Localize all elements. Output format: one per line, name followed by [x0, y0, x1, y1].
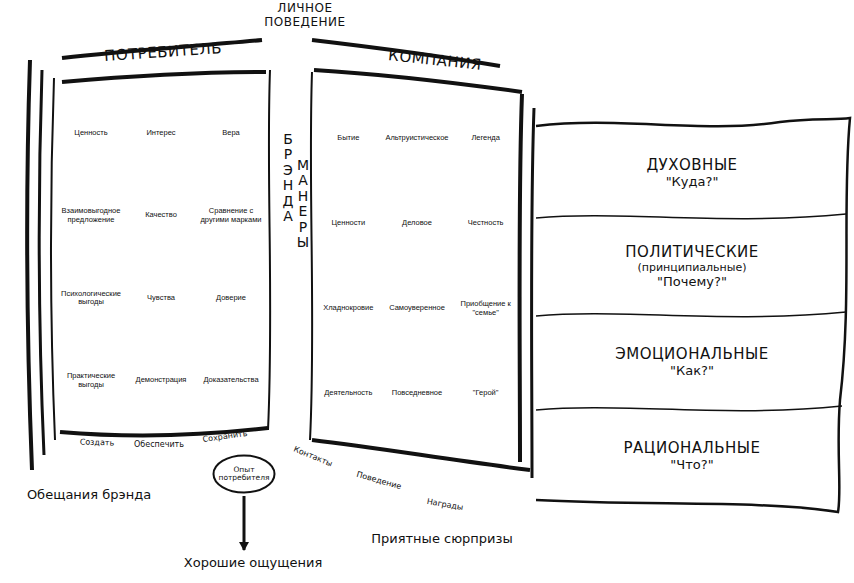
flag-band: РАЦИОНАЛЬНЫЕ"Что?" [552, 414, 832, 498]
band-question: "Куда?" [666, 174, 719, 190]
flag-band: ДУХОВНЫЕ"Куда?" [552, 132, 832, 214]
page-word: Интерес [128, 129, 194, 138]
book-page: Бытие АльтруистическоеЛегендаЦенности Дело… [316, 96, 518, 436]
section-heading: ЛИЧНОЕ ПОВЕДЕНИЕ [250, 2, 360, 30]
book-cover-edge [520, 94, 523, 462]
band-question: "Как?" [670, 363, 714, 379]
book-spine [268, 70, 270, 430]
experience-ellipse: Опыт потребителя [212, 454, 276, 494]
band-title: ДУХОВНЫЕ [646, 156, 737, 174]
flag-outline [536, 118, 850, 512]
diagram-label: Приятные сюрпризы [352, 532, 532, 547]
page-word: Бытие [316, 134, 381, 143]
page-word: Приобщение к "семье" [453, 300, 518, 317]
spine-title: МАНЕРЫ [296, 158, 310, 250]
down-arrow [243, 496, 246, 550]
book-cover-edge [27, 60, 32, 470]
diagram-label: Поведение [344, 467, 414, 495]
page-word: Чувства [128, 294, 194, 303]
band-title: РАЦИОНАЛЬНЫЕ [623, 439, 760, 457]
page-word: Деятельность [316, 389, 381, 398]
band-title: ЭМОЦИОНАЛЬНЫЕ [615, 345, 769, 363]
page-edge [314, 70, 522, 92]
page-edge [312, 440, 530, 470]
section-heading: КОМПАНИЯ [360, 44, 511, 77]
page-word: Деловое [385, 219, 450, 228]
band-question: (принципиальные) [638, 261, 747, 274]
diagram-label: Обеспечить [124, 440, 194, 449]
page-word: Честность [453, 219, 518, 228]
diagram-label: Создать [62, 437, 132, 449]
page-word: Качество [128, 211, 194, 220]
page-word: Легенда [453, 134, 518, 143]
book-cover-edge [39, 70, 44, 455]
book-spine [310, 72, 312, 440]
band-title: ПОЛИТИЧЕСКИЕ [625, 243, 759, 261]
flag-band: ЭМОЦИОНАЛЬНЫЕ"Как?" [552, 320, 832, 404]
page-word: Вера [198, 129, 264, 138]
page-word: Взаимовыгодное предложение [58, 207, 124, 224]
flag-divider [536, 312, 846, 317]
band-question: "Почему?" [657, 274, 727, 290]
page-word: Доверие [198, 294, 264, 303]
diagram-label: Обещания брэнда [14, 488, 164, 503]
flag-band: ПОЛИТИЧЕСКИЕ(принципиальные)"Почему?" [552, 222, 832, 310]
section-heading: ПОТРЕБИТЕЛЬ [68, 37, 259, 67]
ellipse-shape [214, 456, 275, 493]
book-cover-edge [51, 78, 55, 440]
flag-divider [536, 406, 842, 411]
book-cover-edge [532, 108, 535, 478]
diagram-label: Контакты [279, 439, 347, 474]
page-word: Сравнение с другими марками [198, 207, 264, 224]
page-word: Самоуверенное [385, 304, 450, 313]
page-word: Ценности [316, 219, 381, 228]
spine-title: БРЭНДА [281, 132, 295, 224]
page-word: Хладнокровие [316, 304, 381, 313]
page-word: Практические выгоды [58, 372, 124, 389]
page-word: "Герой" [453, 389, 518, 398]
page-edge [62, 72, 266, 82]
diagram-label: Сохранить [190, 427, 261, 446]
page-word: Повседневное [385, 389, 450, 398]
page-word: Демонстрация [128, 376, 194, 385]
page-word: Ценность [58, 129, 124, 138]
diagram-label: Хорошие ощущения [168, 556, 338, 571]
band-question: "Что?" [670, 457, 713, 473]
page-word: Психологические выгоды [58, 290, 124, 307]
flag-divider [536, 214, 846, 219]
page-word: Доказательства [198, 376, 264, 385]
diagram-label: Награды [410, 494, 481, 515]
ellipse-text: Опыт потребителя [218, 466, 270, 483]
book-page: Ценность Интерес ВераВзаимовыгодное предло… [58, 92, 264, 422]
page-word: Альтруистическое [385, 134, 450, 143]
